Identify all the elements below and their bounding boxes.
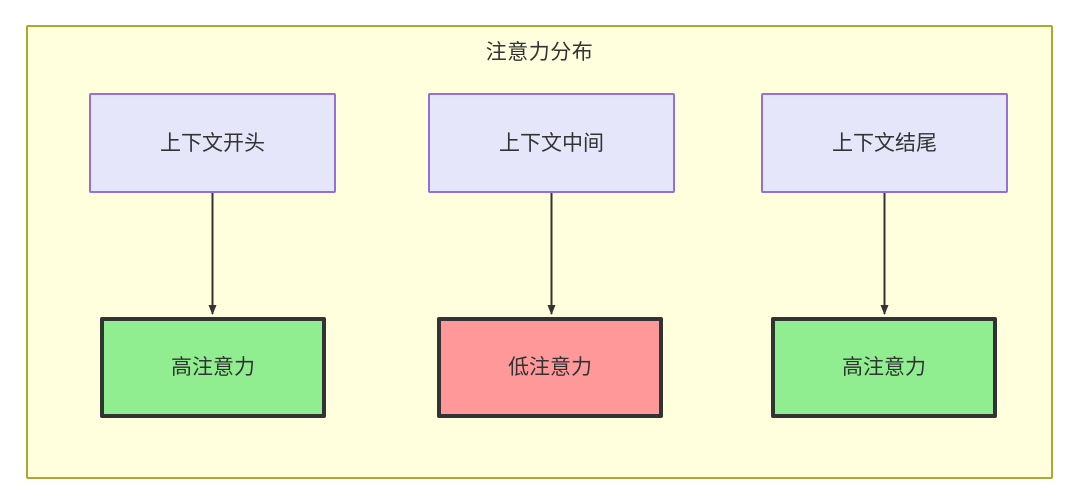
- node-context-middle[interactable]: 上下文中间: [428, 93, 675, 193]
- node-context-start[interactable]: 上下文开头: [89, 93, 336, 193]
- node-context-start-label: 上下文开头: [160, 131, 265, 155]
- node-context-end[interactable]: 上下文结尾: [761, 93, 1008, 193]
- node-attention-end-label: 高注意力: [842, 356, 926, 379]
- subgraph-title: 注意力分布: [485, 41, 594, 64]
- node-attention-start-label: 高注意力: [171, 356, 255, 379]
- node-attention-start[interactable]: 高注意力: [100, 317, 326, 418]
- node-attention-end[interactable]: 高注意力: [771, 317, 997, 418]
- node-context-middle-label: 上下文中间: [499, 131, 604, 155]
- node-context-end-label: 上下文结尾: [832, 131, 937, 155]
- node-attention-middle-label: 低注意力: [508, 356, 592, 379]
- node-attention-middle[interactable]: 低注意力: [437, 317, 663, 418]
